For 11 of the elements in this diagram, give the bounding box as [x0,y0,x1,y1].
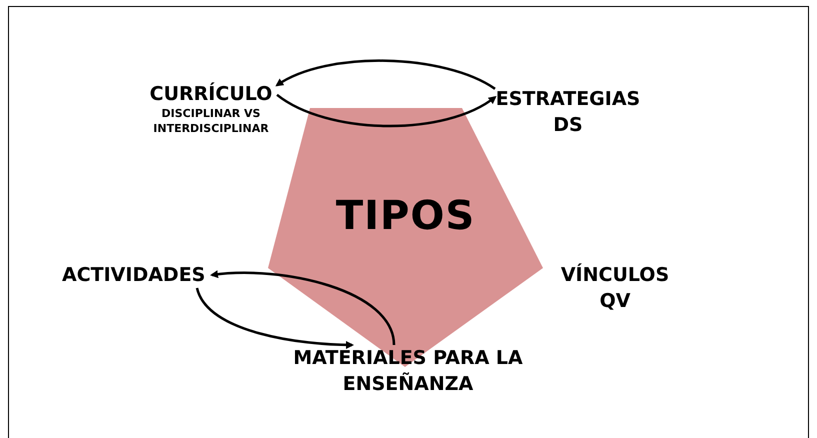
curved-arrow [275,60,496,90]
topic-label: MATERIALES PARA LA ENSEÑANZA [292,346,524,397]
center-title: TIPOS [336,192,476,241]
curved-arrow [210,270,396,346]
topic-label: ACTIVIDADES [62,263,206,288]
curved-arrow [196,288,354,349]
topic-subtitle: DISCIPLINAR VS INTERDISCIPLINAR [152,106,270,136]
curved-arrow [276,94,497,128]
topic-label: VÍNCULOS QV [560,262,670,314]
topic-label: ESTRATEGIAS DS [495,87,641,138]
topic-label: CURRÍCULO [150,82,272,106]
